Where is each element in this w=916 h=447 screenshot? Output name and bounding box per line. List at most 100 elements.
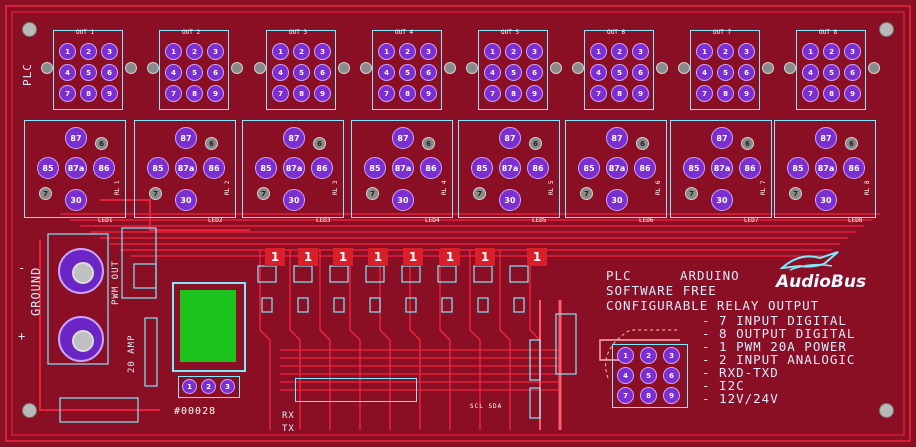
relay-pin-p87: 87 <box>606 127 628 149</box>
transistor-outline <box>437 265 457 283</box>
relay-indicator-2: 1 <box>298 248 318 266</box>
connector-pin: 3 <box>420 43 437 60</box>
mounting-pad <box>656 62 668 74</box>
connector-pin: 4 <box>378 64 395 81</box>
connector-pin: 8 <box>80 85 97 102</box>
connector-pin: 9 <box>526 85 543 102</box>
relay-label: RL 1 <box>114 180 121 195</box>
vertical-trace <box>439 250 451 430</box>
vertical-trace <box>379 250 391 430</box>
connector-pin: 3 <box>738 43 755 60</box>
vertical-trace <box>289 250 301 430</box>
relay-pin-p85: 85 <box>787 157 809 179</box>
connector-pin: 3 <box>844 43 861 60</box>
connector-pin: 4 <box>165 64 182 81</box>
output-label: OUT 2 <box>182 29 201 36</box>
connector-pin: 7 <box>484 85 501 102</box>
relay-pin-p86: 86 <box>93 157 115 179</box>
relay-pin-n6: 6 <box>422 137 435 150</box>
io-trace <box>599 339 680 361</box>
relay-pin-p87a: 87a <box>499 157 521 179</box>
io-connector-pin: 6 <box>663 367 680 384</box>
resistor-outline <box>261 297 273 313</box>
mounting-pad <box>572 62 584 74</box>
connector-pin: 5 <box>823 64 840 81</box>
feature-item: - 8 OUTPUT DIGITAL <box>702 326 856 341</box>
connector-pin: 6 <box>738 64 755 81</box>
led-label: LED2 <box>208 217 223 224</box>
vertical-trace <box>469 250 481 430</box>
connector-pin: 8 <box>293 85 310 102</box>
transistor-outline <box>293 265 313 283</box>
relay-pin-p87a: 87a <box>711 157 733 179</box>
mounting-hole-bottom-left <box>22 403 37 418</box>
connector-pin: 1 <box>696 43 713 60</box>
relay-label: RL 5 <box>548 180 555 195</box>
connector-pin: 9 <box>101 85 118 102</box>
ground-label: GROUND <box>29 266 43 316</box>
relay-pin-p86: 86 <box>739 157 761 179</box>
output-label: OUT 3 <box>289 29 308 36</box>
resistor-outline <box>405 297 417 313</box>
relay-label: RL 3 <box>332 180 339 195</box>
regulator-outline <box>59 397 139 423</box>
relay-label: RL 6 <box>655 180 662 195</box>
transistor-outline <box>473 265 493 283</box>
relay-pin-p87: 87 <box>499 127 521 149</box>
transistor-outline <box>401 265 421 283</box>
relay-pin-n7: 7 <box>580 187 593 200</box>
feature-item: - 7 INPUT DIGITAL <box>702 313 847 328</box>
relay-pin-p87: 87 <box>175 127 197 149</box>
relay-label: RL 4 <box>441 180 448 195</box>
output-label: OUT 4 <box>395 29 414 36</box>
led-label: LED7 <box>744 217 759 224</box>
io-connector-pin: 8 <box>640 387 657 404</box>
connector-pin: 7 <box>59 85 76 102</box>
connector-pin: 5 <box>717 64 734 81</box>
relay-pin-p86: 86 <box>203 157 225 179</box>
relay-pin-p87a: 87a <box>815 157 837 179</box>
relay-pin-p87: 87 <box>283 127 305 149</box>
connector-pin: 9 <box>420 85 437 102</box>
power-module-outline <box>172 282 246 372</box>
relay-pin-n6: 6 <box>845 137 858 150</box>
feature-item: - I2C <box>702 378 745 393</box>
relay-pin-p87a: 87a <box>392 157 414 179</box>
connector-pin: 3 <box>314 43 331 60</box>
board-serial: #00028 <box>174 406 217 417</box>
inner-edge <box>11 11 905 436</box>
connector-pin: 7 <box>696 85 713 102</box>
connector-pin: 7 <box>590 85 607 102</box>
connector-pin: 9 <box>314 85 331 102</box>
screw-head-icon <box>72 330 94 352</box>
mounting-pad <box>338 62 350 74</box>
info-software-free: SOFTWARE FREE <box>606 283 717 298</box>
vertical-trace <box>349 250 361 430</box>
relay-pin-p85: 85 <box>255 157 277 179</box>
relay-pin-p85: 85 <box>37 157 59 179</box>
relay-indicator-5: 1 <box>403 248 423 266</box>
relay-pin-p86: 86 <box>420 157 442 179</box>
trace <box>39 240 160 411</box>
connector-pin: 7 <box>272 85 289 102</box>
relay-indicator-7: 1 <box>475 248 495 266</box>
relay-pin-p87a: 87a <box>65 157 87 179</box>
vertical-trace <box>409 250 421 430</box>
connector-pin: 8 <box>399 85 416 102</box>
connector-pin: 6 <box>101 64 118 81</box>
transistor-outline <box>365 265 385 283</box>
resistor-outline <box>477 297 489 313</box>
connector-pin: 5 <box>505 64 522 81</box>
relay-pin-p30: 30 <box>606 189 628 211</box>
relay-pin-p86: 86 <box>311 157 333 179</box>
relay-pin-p30: 30 <box>711 189 733 211</box>
io-connector-pin: 9 <box>663 387 680 404</box>
pwm-terminal-pin: 3 <box>220 379 235 394</box>
info-arduino: ARDUINO <box>680 268 740 283</box>
